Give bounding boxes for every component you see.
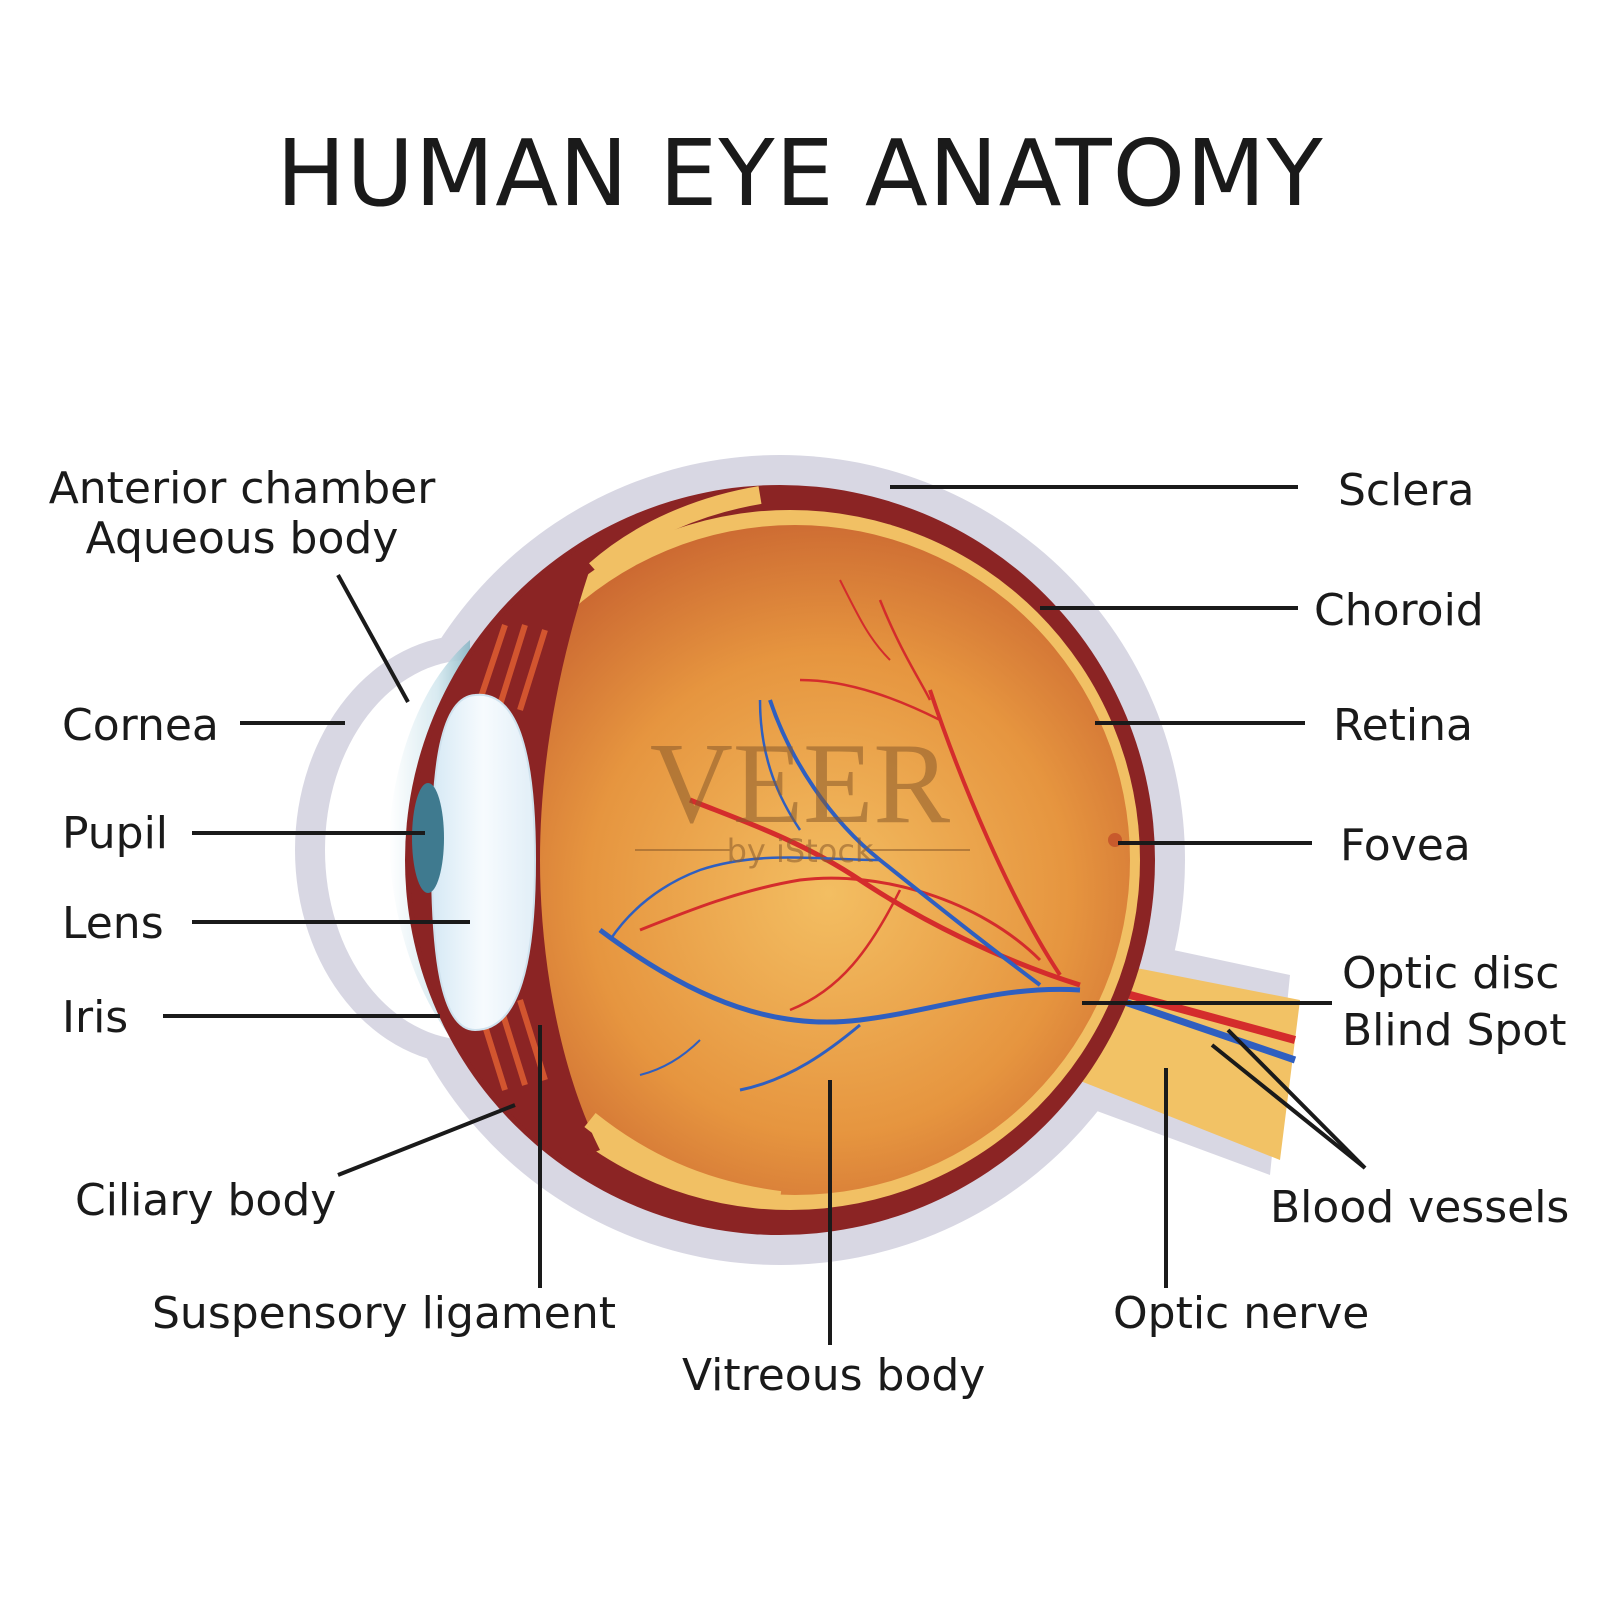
leader-ciliary-body (337, 1103, 516, 1177)
retina-edge-bottom (584, 1112, 782, 1209)
leader-lines (163, 485, 1367, 1345)
label-suspensory-ligament: Suspensory ligament (152, 1288, 616, 1339)
labels: Anterior chamber Aqueous body Cornea Pup… (49, 463, 1570, 1401)
label-anterior-chamber: Anterior chamber (49, 463, 437, 514)
label-blood-vessels: Blood vessels (1270, 1182, 1569, 1233)
label-cornea: Cornea (62, 700, 219, 751)
label-optic-disc: Optic disc (1342, 948, 1560, 999)
label-aqueous-body: Aqueous body (86, 513, 399, 564)
label-sclera: Sclera (1338, 465, 1474, 516)
pupil-shape (412, 783, 444, 893)
retina-edge-top (589, 486, 762, 577)
watermark: VEER by iStock (635, 720, 970, 870)
label-iris: Iris (62, 992, 128, 1043)
label-choroid: Choroid (1314, 585, 1484, 636)
label-retina: Retina (1333, 700, 1473, 751)
leader-blood-vessels-b (1226, 1028, 1367, 1170)
vitreous-shape (460, 525, 1130, 1195)
leader-anterior-chamber (336, 574, 410, 703)
label-blind-spot: Blind Spot (1342, 1005, 1566, 1056)
blood-vessel-network (598, 579, 1081, 1092)
leader-blood-vessels-a (1210, 1043, 1367, 1170)
page-title: HUMAN EYE ANATOMY (276, 120, 1324, 227)
watermark-brand: VEER (650, 720, 951, 847)
label-pupil: Pupil (62, 808, 168, 859)
watermark-sub: by iStock (727, 832, 874, 870)
label-ciliary-body: Ciliary body (75, 1175, 336, 1226)
label-optic-nerve: Optic nerve (1113, 1288, 1369, 1339)
label-vitreous-body: Vitreous body (682, 1350, 985, 1401)
label-fovea: Fovea (1340, 820, 1471, 871)
label-lens: Lens (62, 898, 164, 949)
lens-shape (430, 693, 537, 1032)
